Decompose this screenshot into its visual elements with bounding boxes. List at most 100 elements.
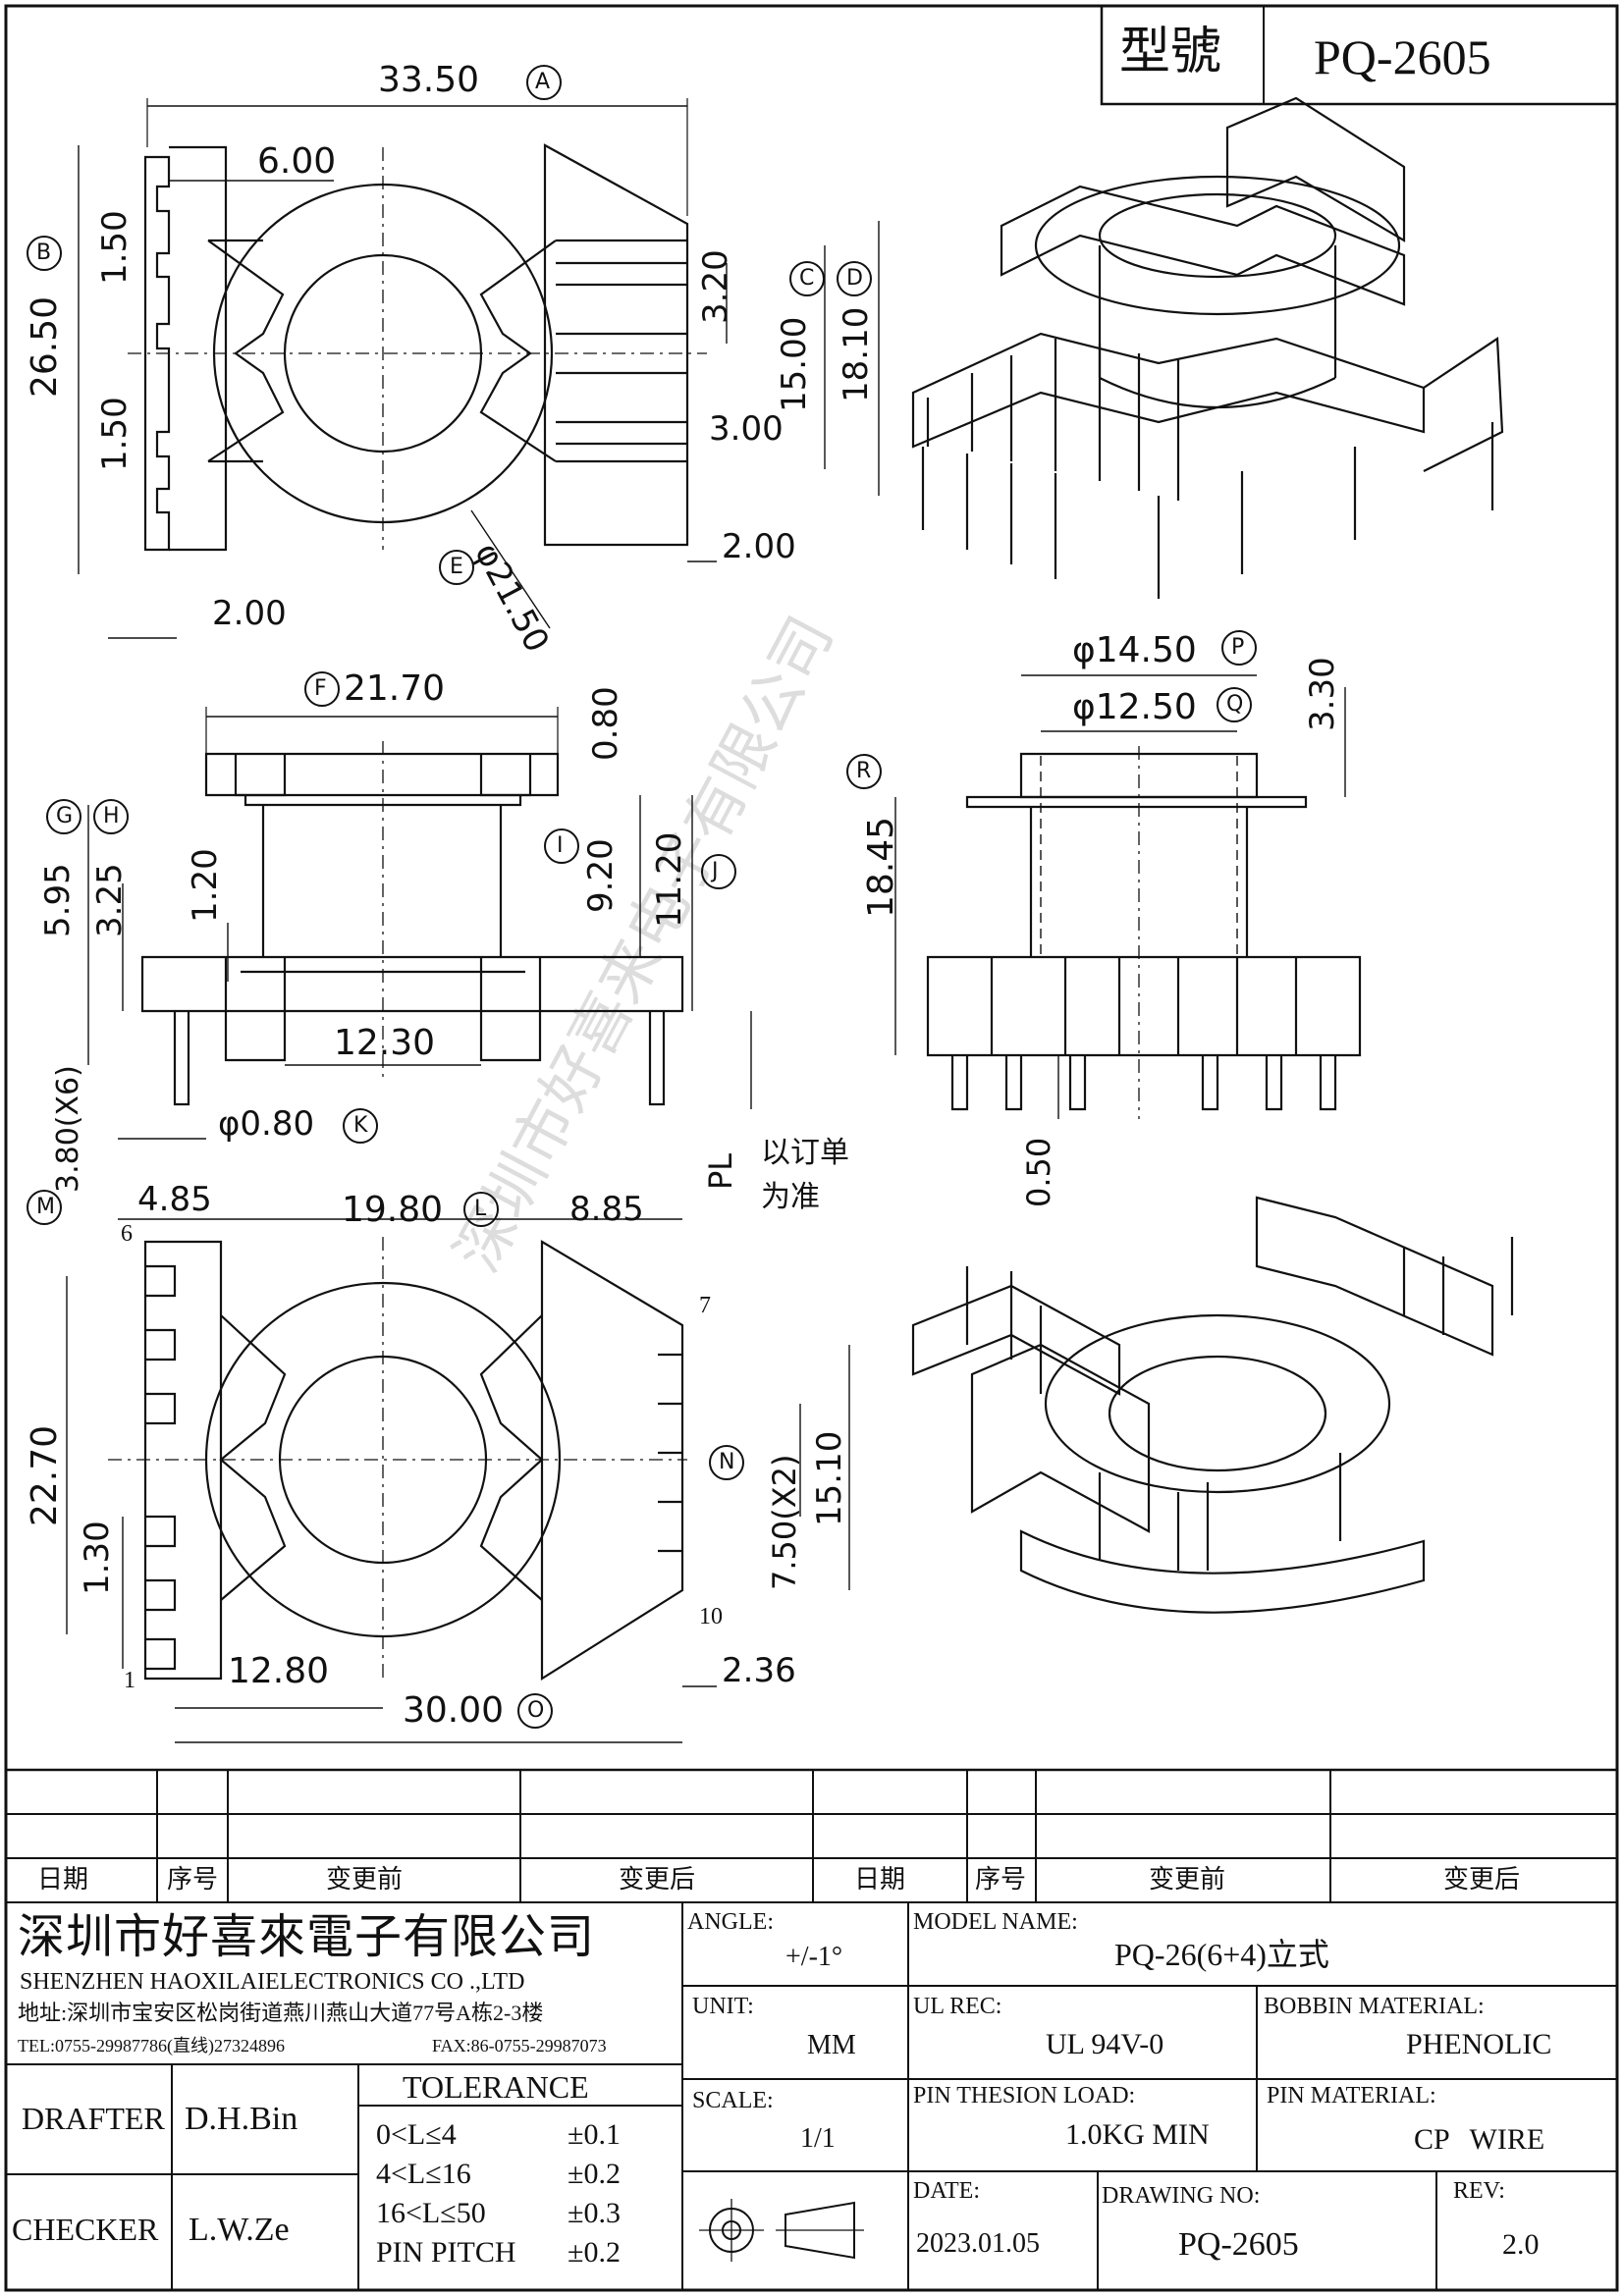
tol-range-2: 16<L≤50 — [376, 2197, 486, 2229]
bobbin-label: BOBBIN MATERIAL: — [1264, 1994, 1485, 2019]
unit-value: MM — [807, 2030, 856, 2060]
pin-7: 7 — [699, 1293, 711, 1318]
dim-1-50-bot: 1.50 — [95, 397, 135, 471]
scale-label: SCALE: — [692, 2088, 774, 2113]
angle-label: ANGLE: — [687, 1909, 774, 1935]
rev-col-before-2: 变更前 — [1149, 1865, 1226, 1894]
date-label: DATE: — [913, 2178, 980, 2204]
drafter-label: DRAFTER — [22, 2101, 165, 2136]
dim-phi-12-50: φ12.50 — [1072, 687, 1197, 727]
pin-1: 1 — [124, 1668, 135, 1693]
marker-O: O — [527, 1698, 545, 1723]
header-box — [1100, 4, 1619, 106]
dim-2-00-right: 2.00 — [722, 527, 796, 566]
company-name-en: SHENZHEN HAOXILAIELECTRONICS CO .,LTD — [20, 1969, 525, 1995]
front-view — [894, 674, 1362, 1119]
rev-col-before-1: 变更前 — [326, 1865, 404, 1894]
dim-1-30: 1.30 — [78, 1521, 117, 1595]
header-model-value: PQ-2605 — [1314, 29, 1491, 84]
pin-material-value: CP WIRE — [1414, 2123, 1545, 2156]
dim-phi-0-80: φ0.80 — [218, 1104, 315, 1144]
tol-range-1: 4<L≤16 — [376, 2158, 471, 2190]
rev-col-date-2: 日期 — [854, 1865, 906, 1894]
dim-30-00: 30.00 — [403, 1690, 505, 1731]
checker-label: CHECKER — [12, 2212, 159, 2247]
pin-tension-value: 1.0KG MIN — [1065, 2118, 1210, 2151]
rev-col-after-1: 变更后 — [619, 1865, 696, 1894]
top-isometric — [911, 96, 1504, 599]
dim-1-20: 1.20 — [186, 848, 225, 923]
sheet-border — [4, 4, 1619, 2292]
dim-3-80-x6: 3.80(X6) — [51, 1065, 85, 1193]
dim-19-80: 19.80 — [342, 1190, 444, 1230]
dim-3-20: 3.20 — [696, 249, 735, 324]
rev-col-seq-2: 序号 — [975, 1865, 1027, 1894]
pin-material-label: PIN MATERIAL: — [1267, 2083, 1436, 2109]
tol-value-1: ±0.2 — [568, 2158, 621, 2190]
marker-A: A — [535, 70, 551, 94]
revision-table-grid — [6, 1768, 1617, 1903]
marker-I: I — [557, 833, 564, 858]
title-block-grid — [6, 1902, 1617, 2290]
dim-18-45: 18.45 — [861, 816, 901, 918]
pin-6: 6 — [121, 1221, 133, 1247]
ul-value: UL 94V-0 — [1046, 2028, 1164, 2060]
bobbin-value: PHENOLIC — [1406, 2028, 1552, 2060]
marker-R: R — [856, 759, 872, 783]
company-fax: FAX:86-0755-29987073 — [432, 2036, 607, 2056]
model-name-label: MODEL NAME: — [913, 1909, 1078, 1935]
marker-N: N — [719, 1450, 735, 1474]
marker-C: C — [799, 266, 815, 291]
checker-value: L.W.Ze — [189, 2212, 290, 2248]
marker-P: P — [1231, 635, 1245, 660]
bottom-view — [66, 1218, 850, 1743]
drawing-no-value: PQ-2605 — [1178, 2226, 1299, 2263]
dim-12-30: 12.30 — [334, 1023, 436, 1063]
date-value: 2023.01.05 — [916, 2228, 1040, 2259]
dim-22-70: 22.70 — [25, 1424, 65, 1526]
pl-note-1: 以订单 — [761, 1137, 849, 1169]
dim-2-00-left: 2.00 — [212, 594, 287, 633]
projection-symbol-icon — [699, 2199, 864, 2262]
pin-10: 10 — [699, 1604, 723, 1629]
side-view — [87, 707, 752, 1140]
dim-phi-14-50: φ14.50 — [1072, 630, 1197, 670]
marker-M: M — [36, 1195, 55, 1219]
pl-label: PL — [702, 1152, 739, 1190]
company-address: 地址:深圳市宝安区松岗街道燕川燕山大道77号A栋2-3楼 — [18, 2001, 544, 2025]
company-tel: TEL:0755-29987786(直线)27324896 — [18, 2036, 285, 2056]
dim-3-00: 3.00 — [709, 409, 784, 449]
drawing-no-label: DRAWING NO: — [1102, 2183, 1261, 2209]
unit-label: UNIT: — [692, 1994, 754, 2019]
marker-Q: Q — [1226, 692, 1244, 717]
letter-markers — [27, 65, 1257, 1729]
dim-3-25: 3.25 — [90, 863, 130, 937]
marker-H: H — [103, 804, 120, 828]
dim-0-80: 0.80 — [586, 686, 625, 761]
rev-col-date-1: 日期 — [37, 1865, 89, 1894]
marker-D: D — [846, 266, 863, 291]
angle-value: +/-1° — [785, 1942, 843, 1972]
dim-18-10: 18.10 — [837, 306, 876, 402]
dim-5-95: 5.95 — [38, 863, 78, 937]
marker-J: J — [712, 859, 719, 883]
top-view — [78, 98, 880, 639]
pin-tension-label: PIN THESION LOAD: — [913, 2083, 1136, 2109]
drafter-value: D.H.Bin — [185, 2101, 298, 2137]
dim-1-50-top: 1.50 — [95, 210, 135, 285]
dim-2-36: 2.36 — [722, 1651, 796, 1690]
marker-F: F — [314, 676, 327, 701]
bottom-isometric — [911, 1196, 1514, 1614]
dim-8-85: 8.85 — [569, 1190, 644, 1229]
tol-range-3: PIN PITCH — [376, 2236, 516, 2269]
tol-value-3: ±0.2 — [568, 2236, 621, 2269]
dim-0-50: 0.50 — [1020, 1137, 1057, 1207]
marker-L: L — [474, 1197, 487, 1221]
marker-K: K — [353, 1113, 368, 1138]
dim-9-20: 9.20 — [581, 838, 621, 913]
dim-3-30: 3.30 — [1303, 657, 1342, 731]
marker-E: E — [450, 555, 463, 579]
company-name-cn: 深圳市好喜來電子有限公司 — [18, 1911, 596, 1963]
dim-12-80: 12.80 — [228, 1651, 330, 1691]
